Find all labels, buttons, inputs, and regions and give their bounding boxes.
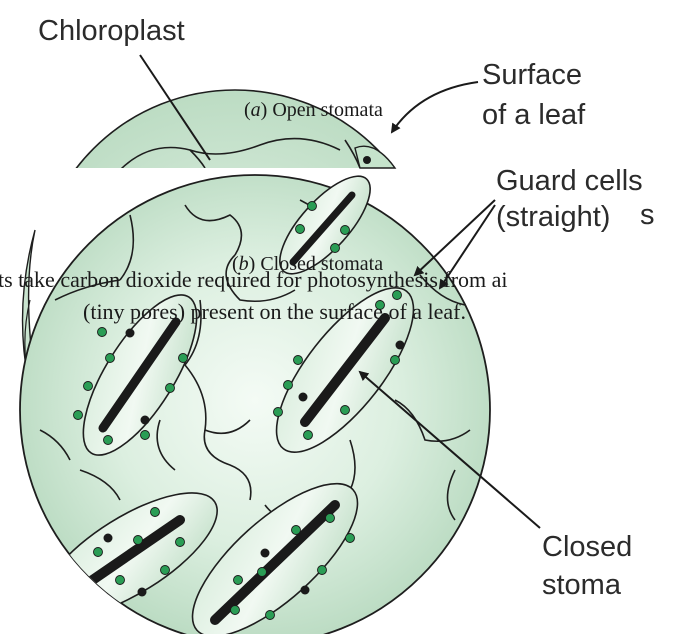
body-text-line1: ts take carbon dioxide required for phot… [0, 267, 508, 292]
svg-text:(a) Open stomata: (a) Open stomata [244, 99, 383, 121]
surface-label-line2: of a leaf [482, 99, 586, 131]
guard-cells-label-line1: Guard cells [496, 165, 643, 197]
surface-label-line1: Surface [482, 59, 582, 91]
caption-a: (a) Open stomata [244, 99, 383, 121]
guard-cells-label-line2: (straight) [496, 201, 610, 233]
body-text-line2: (tiny pores) present on the surface of a… [83, 299, 466, 324]
caption-a-text: Open stomata [272, 99, 383, 121]
closed-stoma-label-line1: Closed [542, 531, 632, 563]
open-guard-cell-peek [355, 146, 395, 168]
closed-stomata-leaf [20, 163, 490, 634]
caption-a-letter: a [251, 99, 261, 121]
closed-stoma-label-line2: stoma [542, 569, 622, 601]
surface-label-group: Surface of a leaf [392, 59, 586, 132]
chloroplast-label: Chloroplast [38, 15, 185, 47]
stray-s-label: s [640, 199, 655, 231]
nucleus-dot [363, 156, 371, 164]
surface-arrow [392, 82, 478, 132]
